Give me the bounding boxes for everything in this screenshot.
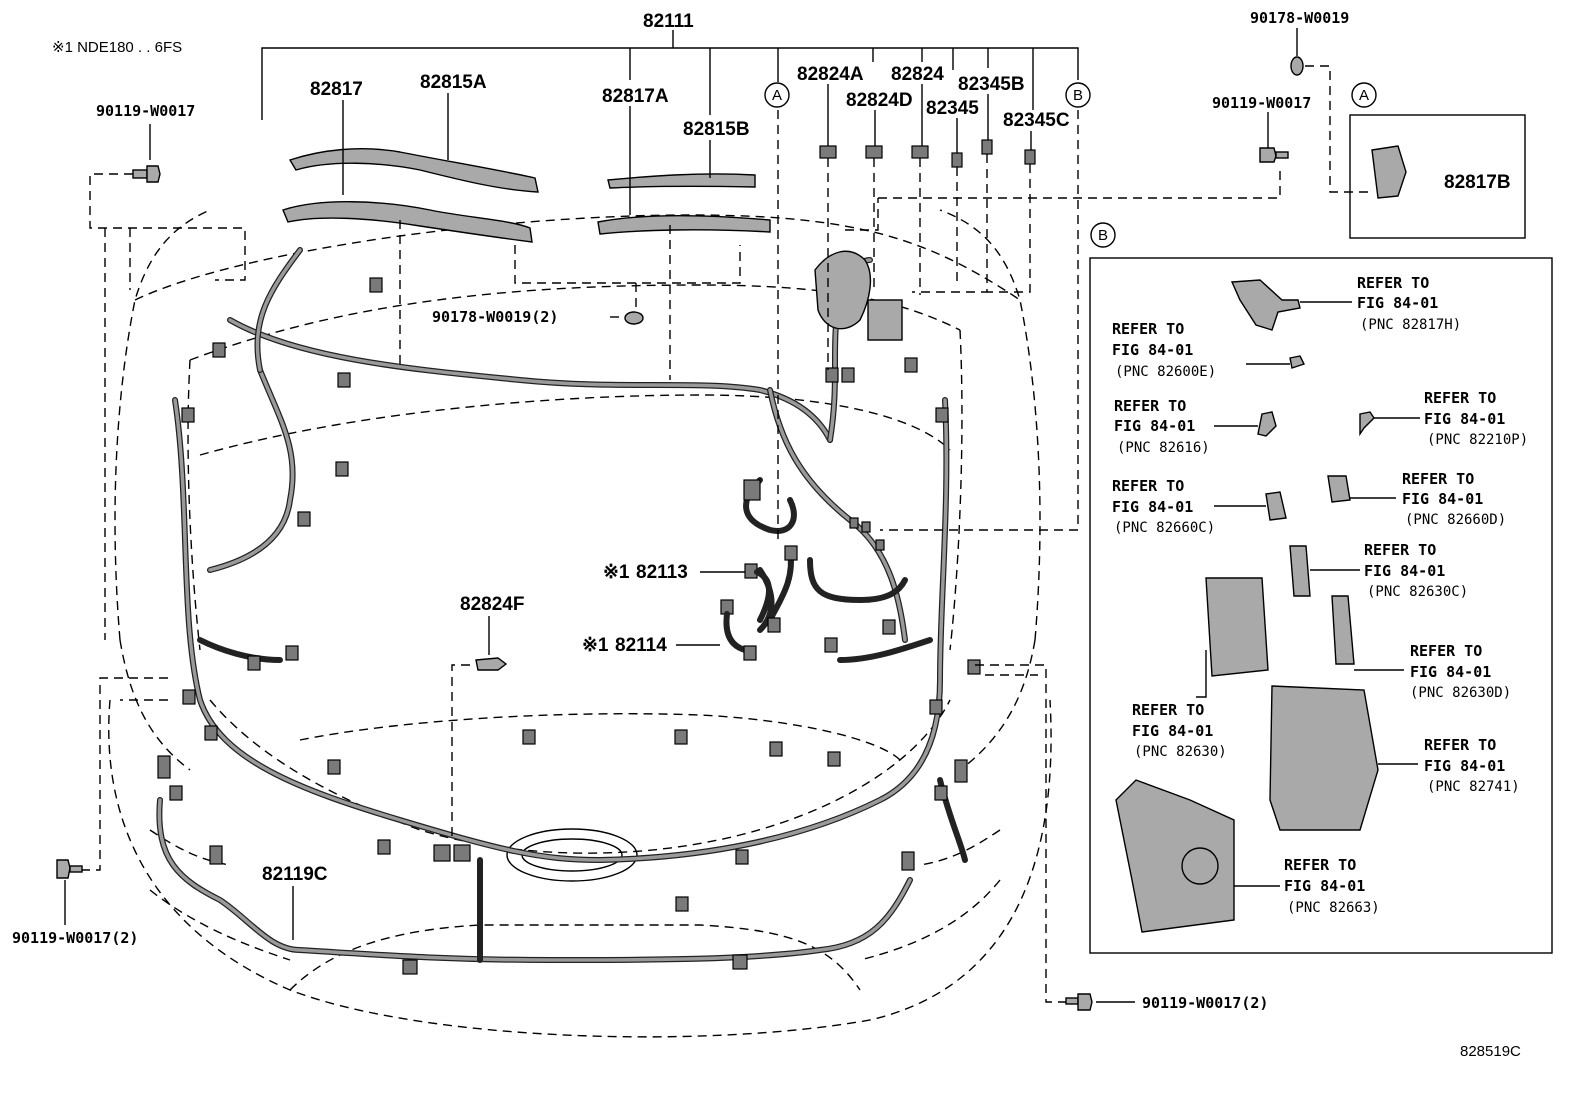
refer-82630C: REFER TO FIG 84-01 (PNC 82630C) (1364, 541, 1468, 600)
part-label-82817B: 82817B (1444, 172, 1511, 193)
refer-pnc: (PNC 82630C) (1367, 584, 1468, 600)
part-label-82345B: 82345B (958, 74, 1025, 95)
refer-line1: REFER TO (1112, 320, 1184, 338)
part-label-90119-right: 90119-W0017 (1212, 94, 1311, 112)
refer-line2: FIG 84-01 (1424, 410, 1505, 428)
refer-line1: REFER TO (1284, 856, 1356, 874)
detail-panel-b (1089, 257, 1553, 954)
part-label-90119-bottom-right: 90119-W0017(2) (1142, 994, 1268, 1012)
refer-line2: FIG 84-01 (1424, 757, 1505, 775)
refer-pnc: (PNC 82616) (1117, 440, 1210, 456)
refer-line1: REFER TO (1112, 477, 1184, 495)
part-label-82824F: 82824F (460, 594, 524, 615)
circle-ref-b-detail-label: B (1098, 227, 1108, 244)
bracket-82111 (261, 30, 1079, 540)
part-label-82345: 82345 (926, 98, 979, 119)
refer-line1: REFER TO (1114, 397, 1186, 415)
lower-bolts (56, 664, 1135, 1011)
refer-pnc: (PNC 82630) (1134, 744, 1227, 760)
part-label-82345C: 82345C (1003, 110, 1070, 131)
refer-line2: FIG 84-01 (1364, 562, 1445, 580)
refer-82600E: REFER TO FIG 84-01 (PNC 82600E) (1112, 320, 1216, 380)
part-label-82114: 82114 (615, 635, 667, 656)
refer-line2: FIG 84-01 (1402, 490, 1483, 508)
small-sub-harnesses (451, 545, 798, 840)
refer-line1: REFER TO (1357, 274, 1429, 292)
refer-82630D: REFER TO FIG 84-01 (PNC 82630D) (1410, 642, 1511, 701)
refer-82630: REFER TO FIG 84-01 (PNC 82630) (1132, 701, 1227, 760)
refer-line1: REFER TO (1402, 470, 1474, 488)
part-label-82815A: 82815A (420, 72, 487, 93)
refer-line2: FIG 84-01 (1112, 341, 1193, 359)
refer-pnc: (PNC 82660D) (1405, 512, 1506, 528)
model-note: ※1 NDE180 . . 6FS (52, 39, 182, 56)
refer-line2: FIG 84-01 (1357, 294, 1438, 312)
circle-ref-b-main: B (1065, 82, 1091, 108)
part-label-90178-top: 90178-W0019 (1250, 9, 1349, 27)
part-label-82815B: 82815B (683, 119, 750, 140)
diagram-code: 828519C (1460, 1043, 1521, 1060)
refer-pnc: (PNC 82741) (1427, 779, 1520, 795)
refer-82660C: REFER TO FIG 84-01 (PNC 82660C) (1112, 477, 1215, 536)
refer-pnc: (PNC 82663) (1287, 900, 1380, 916)
part-label-82817: 82817 (310, 79, 363, 100)
refer-line2: FIG 84-01 (1410, 663, 1491, 681)
top-harness-parts (282, 148, 771, 380)
part-label-82113: 82113 (636, 562, 688, 583)
refer-pnc: (PNC 82817H) (1360, 317, 1461, 333)
refer-82663: REFER TO FIG 84-01 (PNC 82663) (1284, 856, 1380, 916)
circle-ref-a-detail: A (1351, 82, 1377, 108)
refer-82741: REFER TO FIG 84-01 (PNC 82741) (1424, 736, 1520, 795)
part-label-82111: 82111 (643, 11, 694, 32)
right-top-fasteners (1259, 28, 1526, 239)
harness-connectors (157, 277, 981, 975)
refer-line2: FIG 84-01 (1114, 417, 1195, 435)
refer-82817H: REFER TO FIG 84-01 (PNC 82817H) (1357, 274, 1461, 333)
refer-pnc: (PNC 82210P) (1427, 432, 1528, 448)
refer-line2: FIG 84-01 (1132, 722, 1213, 740)
refer-line1: REFER TO (1424, 389, 1496, 407)
refer-pnc: (PNC 82600E) (1115, 364, 1216, 380)
refer-82660D: REFER TO FIG 84-01 (PNC 82660D) (1402, 470, 1506, 528)
refer-line1: REFER TO (1132, 701, 1204, 719)
refer-pnc: (PNC 82660C) (1114, 520, 1215, 536)
part-label-82824: 82824 (891, 64, 944, 85)
circle-ref-a-label: A (772, 87, 782, 104)
part-label-90119-bottom-left: 90119-W0017(2) (12, 929, 138, 947)
part-label-90178-mid: 90178-W0019(2) (432, 308, 558, 326)
refer-82616: REFER TO FIG 84-01 (PNC 82616) (1114, 397, 1210, 456)
circle-ref-b-detail: B (1090, 222, 1116, 248)
left-bolt-group (89, 124, 246, 640)
part-label-82824D: 82824D (846, 90, 913, 111)
part-label-82119C: 82119C (262, 864, 328, 885)
part-label-82817A: 82817A (602, 86, 669, 107)
circle-ref-a-main: A (764, 82, 790, 108)
circle-ref-b-label: B (1073, 87, 1083, 104)
refer-line2: FIG 84-01 (1112, 498, 1193, 516)
refer-pnc: (PNC 82630D) (1410, 685, 1511, 701)
part-label-82114-mark: ※1 (582, 635, 609, 656)
circle-ref-a-detail-label: A (1359, 87, 1369, 104)
part-label-82824A: 82824A (797, 64, 864, 85)
engine-room-wire-harness (156, 247, 968, 963)
refer-line1: REFER TO (1410, 642, 1482, 660)
refer-line2: FIG 84-01 (1284, 877, 1365, 895)
car-body-outline (108, 209, 1052, 1038)
part-label-82113-mark: ※1 (603, 562, 630, 583)
refer-line1: REFER TO (1424, 736, 1496, 754)
refer-82210P: REFER TO FIG 84-01 (PNC 82210P) (1424, 389, 1528, 448)
refer-line1: REFER TO (1364, 541, 1436, 559)
part-label-90119-left: 90119-W0017 (96, 102, 195, 120)
relay-cluster (814, 139, 1281, 370)
